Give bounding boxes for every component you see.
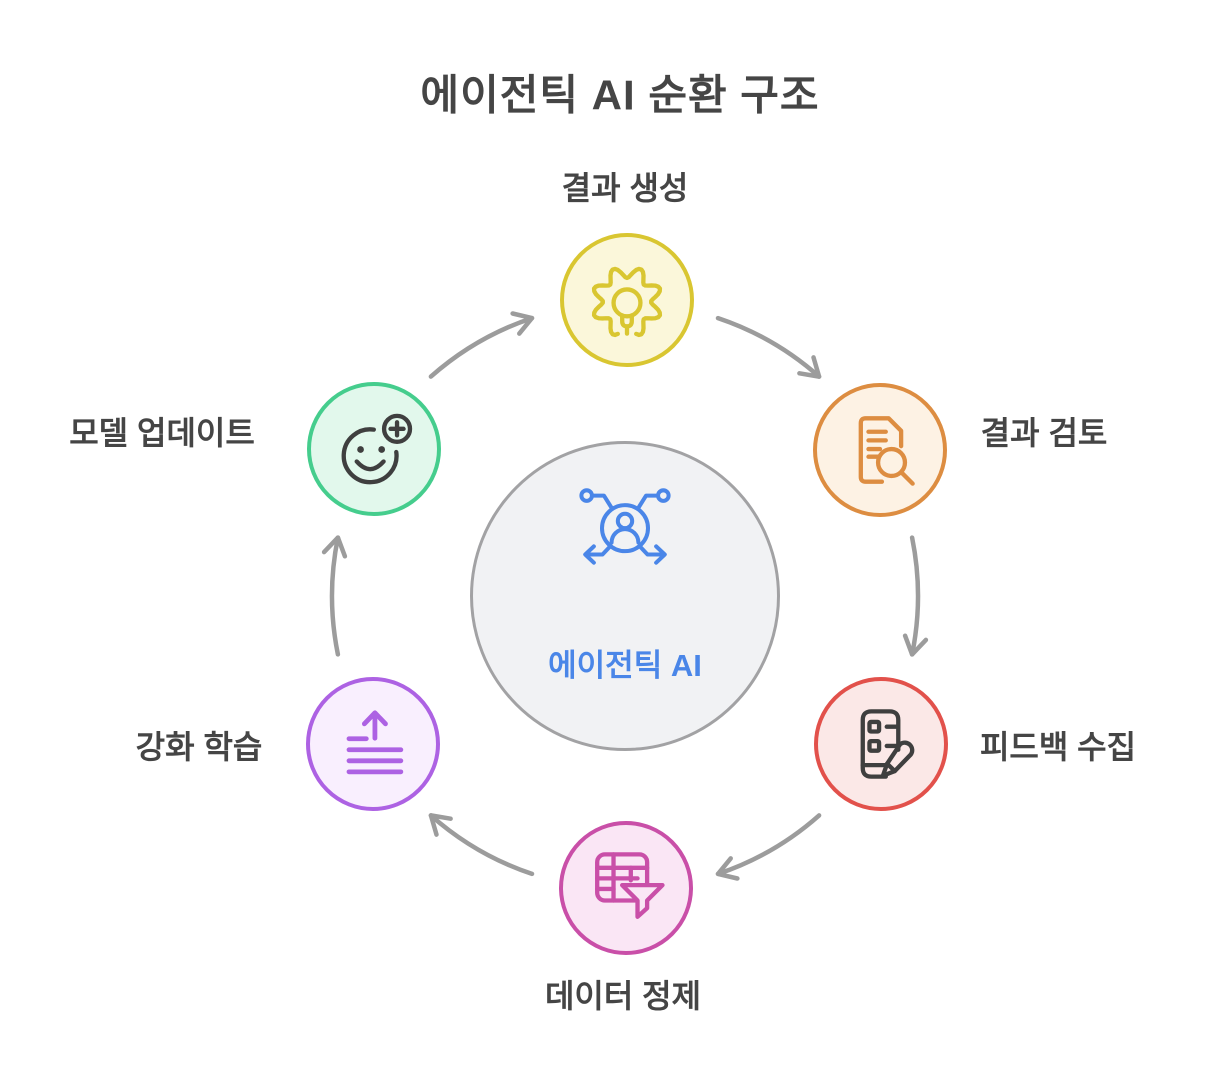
node-feedback-collection	[814, 677, 948, 811]
node-model-update	[307, 382, 441, 516]
label-result-generation: 결과 생성	[561, 170, 689, 206]
center-node-agentic-ai: 에이전틱 AI	[470, 441, 780, 751]
smiley-plus-icon	[341, 413, 413, 485]
flow-arrow-3	[909, 535, 921, 657]
flow-arrow-5	[428, 813, 535, 877]
node-result-review	[813, 383, 947, 517]
document-magnifier-icon	[858, 416, 915, 486]
label-reinforcement-learning: 강화 학습	[135, 729, 263, 765]
label-feedback-collection: 피드백 수집	[979, 729, 1137, 765]
flow-arrowhead-6	[321, 535, 348, 559]
center-node-label: 에이전틱 AI	[548, 648, 702, 683]
flow-arrow-6	[329, 535, 341, 657]
node-result-generation	[560, 233, 694, 367]
flow-arrow-1	[428, 315, 535, 379]
label-data-refinement: 데이터 정제	[544, 978, 702, 1014]
flow-arrow-2	[715, 315, 822, 379]
label-result-review: 결과 검토	[980, 415, 1108, 451]
upload-lines-icon	[346, 710, 404, 775]
flow-arrow-4	[715, 813, 822, 877]
flow-arrowhead-1	[510, 311, 535, 336]
table-funnel-icon	[595, 852, 665, 919]
flow-arrowhead-2	[797, 355, 822, 379]
diagram-title: 에이전틱 AI 순환 구조	[420, 71, 820, 119]
node-reinforcement-learning	[306, 677, 440, 811]
flow-arrowhead-5	[428, 813, 453, 837]
flow-arrowhead-3	[902, 633, 929, 657]
flow-arrowhead-4	[715, 856, 740, 881]
agent-network-icon	[579, 488, 671, 565]
checklist-pencil-icon	[860, 709, 915, 779]
node-data-refinement	[559, 821, 693, 955]
gear-lightbulb-icon	[591, 266, 663, 338]
label-model-update: 모델 업데이트	[69, 415, 255, 451]
